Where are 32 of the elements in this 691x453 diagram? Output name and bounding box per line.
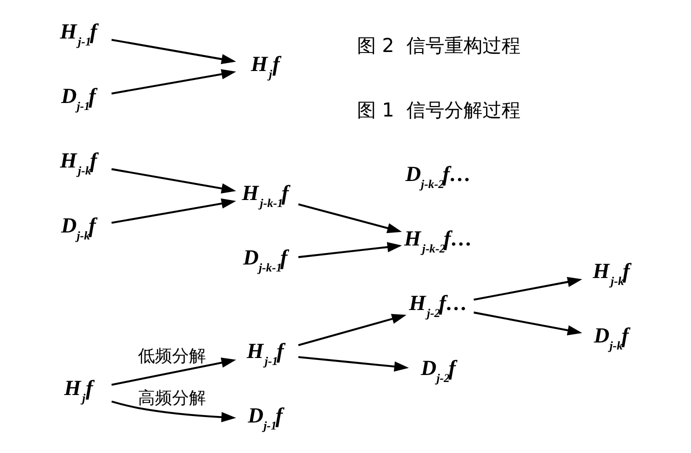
arrow bbox=[111, 198, 236, 224]
node-text: H$_{j-k-2}$f… bbox=[404, 226, 472, 256]
node-text: D$_{j-k-2}$f… bbox=[405, 162, 472, 191]
node-text: H$_{j-k}$f bbox=[592, 258, 630, 288]
arrow bbox=[111, 358, 236, 386]
arrow bbox=[298, 356, 409, 372]
arrow bbox=[298, 314, 406, 346]
arrow bbox=[111, 168, 236, 194]
arrow bbox=[298, 203, 402, 234]
node-text: D$_{j-k}$f bbox=[61, 213, 96, 242]
node-text: H$_{j-1}$f bbox=[60, 19, 98, 48]
node-text: H$_{j}$f bbox=[64, 376, 93, 406]
node-text: H$_{j-k}$f bbox=[60, 148, 98, 178]
arrow bbox=[474, 312, 582, 336]
node-text: D$_{j-k}$f bbox=[594, 324, 629, 353]
node-text: D$_{j-2}$f bbox=[420, 356, 456, 385]
label: 图 2 信号重构过程 bbox=[356, 34, 520, 58]
label: 图 1 信号分解过程 bbox=[356, 98, 520, 122]
edge-label: 低频分解 bbox=[138, 345, 206, 366]
arrow bbox=[474, 276, 582, 301]
node-text: H$_{j-1}$f bbox=[246, 339, 284, 368]
node-text: D$_{j-k-1}$f bbox=[243, 246, 288, 275]
node-text: H$_{j-2}$f… bbox=[408, 291, 468, 320]
arrow bbox=[111, 69, 236, 94]
node-text: H$_{j}$f bbox=[250, 52, 280, 81]
node-text: D$_{j-1}$f bbox=[248, 404, 283, 433]
node-text: D$_{j-1}$f bbox=[61, 84, 96, 114]
arrow bbox=[111, 400, 236, 422]
edge-label: 高频分解 bbox=[138, 387, 206, 408]
node-text: H$_{j-k-1}$f bbox=[242, 181, 289, 210]
arrow bbox=[298, 242, 402, 258]
arrow bbox=[111, 38, 236, 64]
